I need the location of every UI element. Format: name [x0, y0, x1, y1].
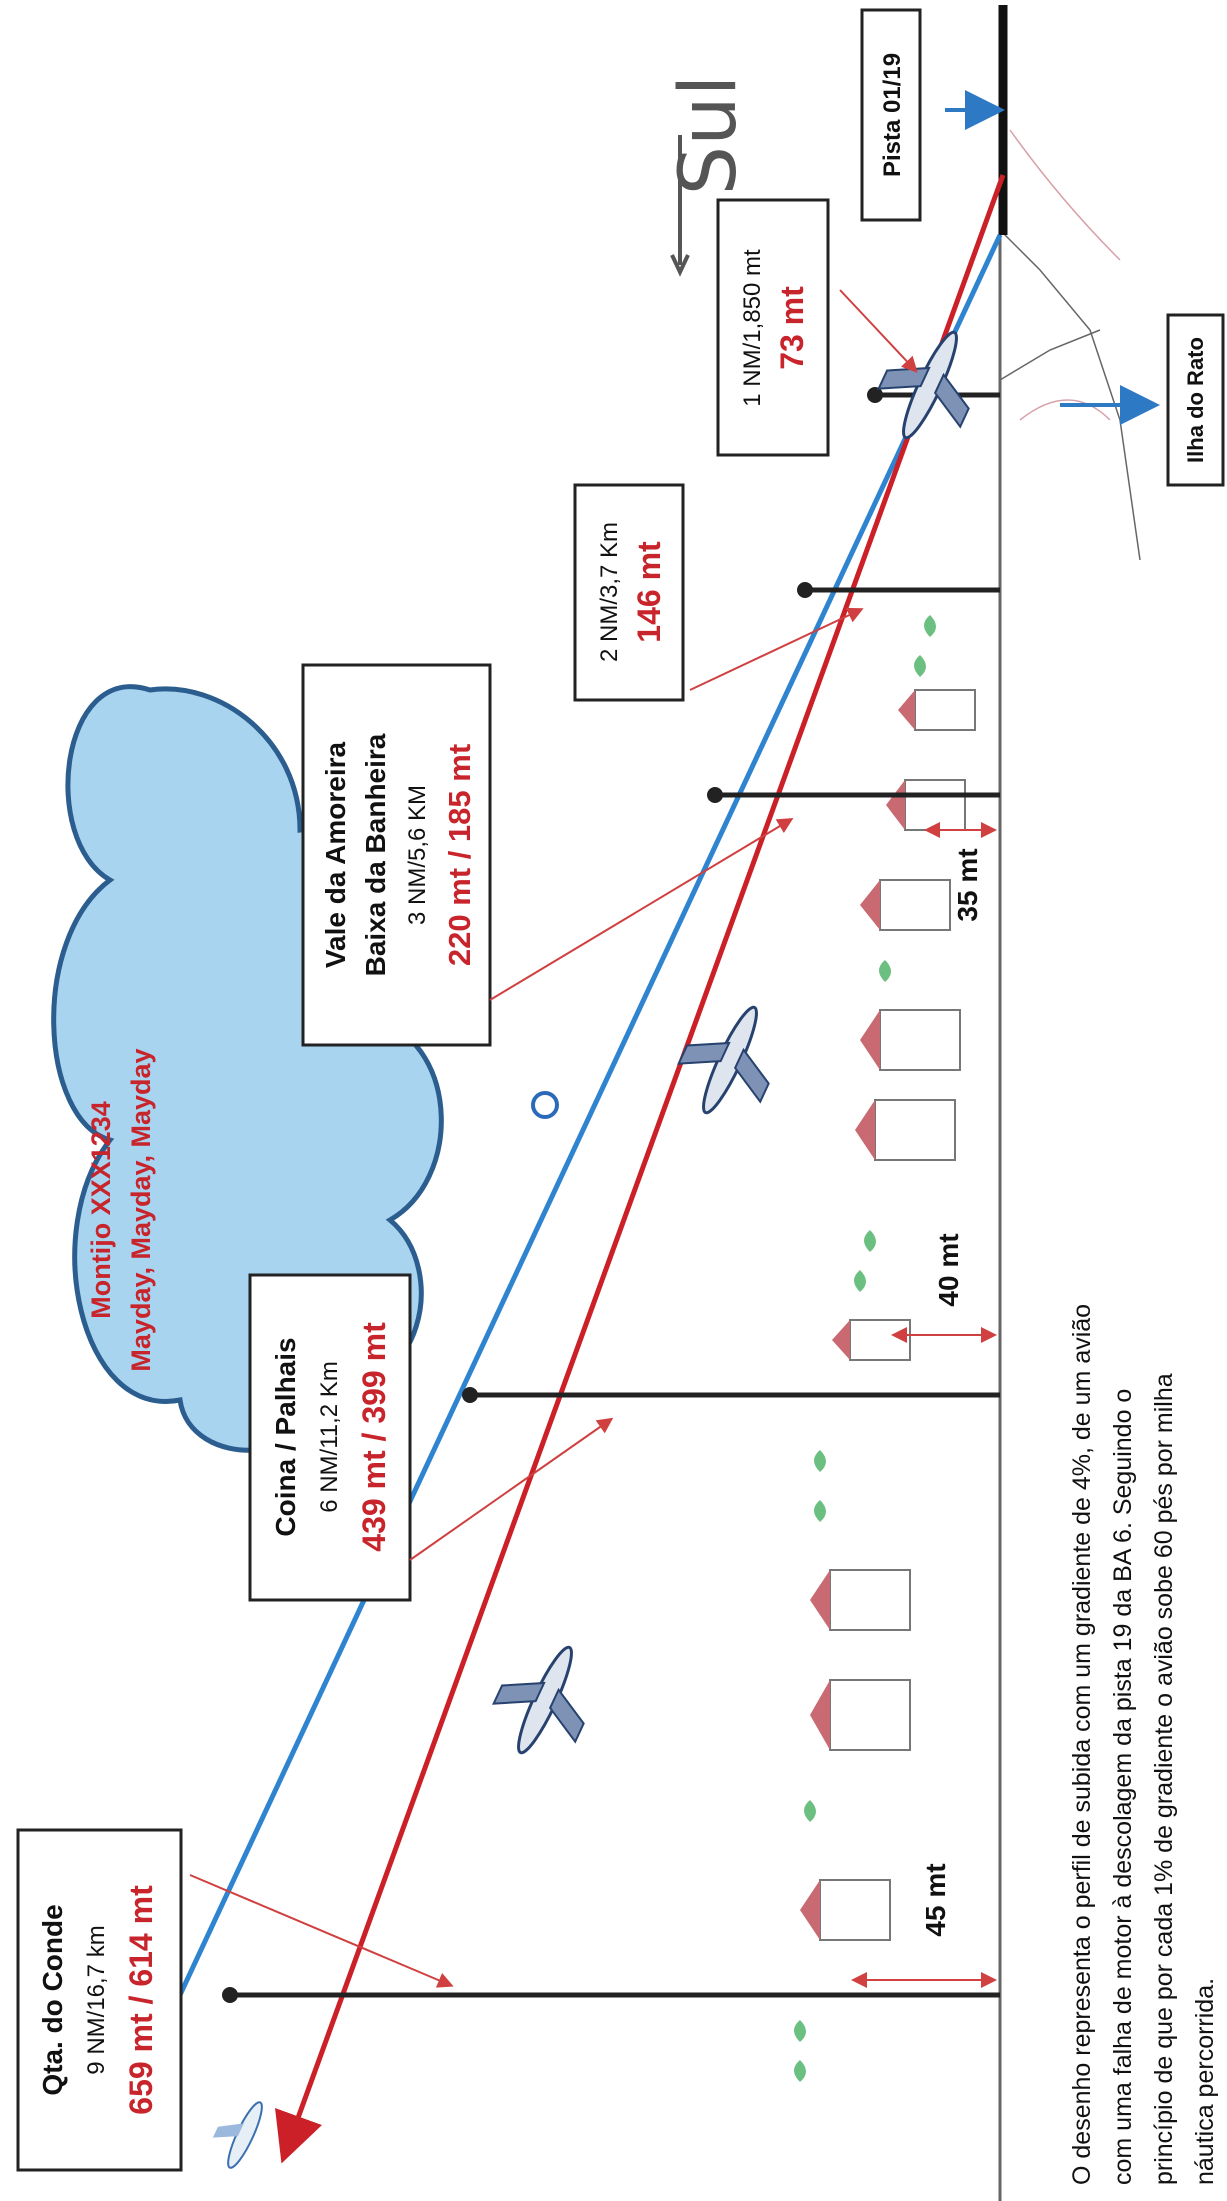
- vale-altitude: 220 mt / 185 mt: [442, 744, 477, 966]
- qta-distance: 9 NM/16,7 km: [83, 1925, 110, 2074]
- height-35-label: 35 mt: [952, 848, 983, 921]
- reference-poles: [222, 387, 1000, 2003]
- island-label: Ilha do Rato: [1183, 337, 1208, 463]
- caption-line-4: náutica percorrida.: [1191, 1978, 1219, 2185]
- label-qta-conde: Qta. do Conde 9 NM/16,7 km 659 mt / 614 …: [16, 1828, 183, 2172]
- height-45-label: 45 mt: [920, 1863, 951, 1936]
- cloud-mayday: Mayday, Mayday, Mayday: [126, 1048, 156, 1371]
- label-coina: Coina / Palhais 6 NM/11,2 Km 439 mt / 39…: [248, 1273, 412, 1602]
- cloud-callsign: Montijo XXX1234: [86, 1101, 116, 1319]
- airplane-icon: [212, 2101, 263, 2169]
- buildings: [800, 689, 976, 1941]
- label-2nm: 2 NM/3,7 Km 146 mt: [573, 483, 685, 702]
- vale-name2: Baixa da Banheira: [360, 733, 391, 976]
- height-45: 45 mt: [851, 1863, 997, 1988]
- runway-label: Pista 01/19: [879, 53, 906, 177]
- ground: [998, 10, 1141, 2201]
- nominal-climb-path: [177, 233, 1003, 1997]
- height-40-label: 40 mt: [933, 1233, 964, 1306]
- runway-label-box: Pista 01/19: [860, 8, 922, 222]
- caption-line-1: O desenho representa o perfil de subida …: [1068, 1304, 1096, 2185]
- island-label-box: Ilha do Rato: [1166, 313, 1225, 487]
- bubble-small: [531, 1091, 559, 1119]
- height-35: 35 mt: [924, 822, 997, 922]
- p1nm-altitude: 73 mt: [774, 286, 810, 370]
- airplane-icon: [492, 1645, 585, 1755]
- p2nm-altitude: 146 mt: [631, 541, 667, 643]
- label-vale: Vale da Amoreira Baixa da Banheira 3 NM/…: [301, 663, 492, 1047]
- p1nm-distance: 1 NM/1,850 mt: [739, 249, 766, 407]
- label-1nm: 1 NM/1,850 mt 73 mt: [716, 198, 830, 457]
- qta-altitude: 659 mt / 614 mt: [123, 1885, 159, 2115]
- p2nm-distance: 2 NM/3,7 Km: [596, 522, 623, 662]
- vale-name1: Vale da Amoreira: [320, 741, 351, 968]
- direction-indicator: Sul: [664, 75, 754, 277]
- direction-label: Sul: [664, 75, 754, 196]
- coina-name: Coina / Palhais: [270, 1337, 301, 1536]
- airplane-icon: [877, 330, 970, 440]
- height-40: 40 mt: [891, 1233, 997, 1343]
- trees: [794, 615, 936, 2082]
- qta-name: Qta. do Conde: [37, 1904, 68, 2095]
- caption-line-2: com uma falha de motor à descolagem da p…: [1109, 1389, 1137, 2185]
- airplane-icon: [677, 1005, 770, 1115]
- caption-line-3: princípio de que por cada 1% de gradient…: [1150, 1373, 1178, 2185]
- caption: O desenho representa o perfil de subida …: [1068, 1304, 1219, 2185]
- vale-distance: 3 NM/5,6 KM: [404, 785, 431, 925]
- coina-altitude: 439 mt / 399 mt: [356, 1322, 392, 1552]
- engine-failure-climb-path: [275, 174, 1006, 2164]
- coina-distance: 6 NM/11,2 Km: [316, 1361, 343, 1513]
